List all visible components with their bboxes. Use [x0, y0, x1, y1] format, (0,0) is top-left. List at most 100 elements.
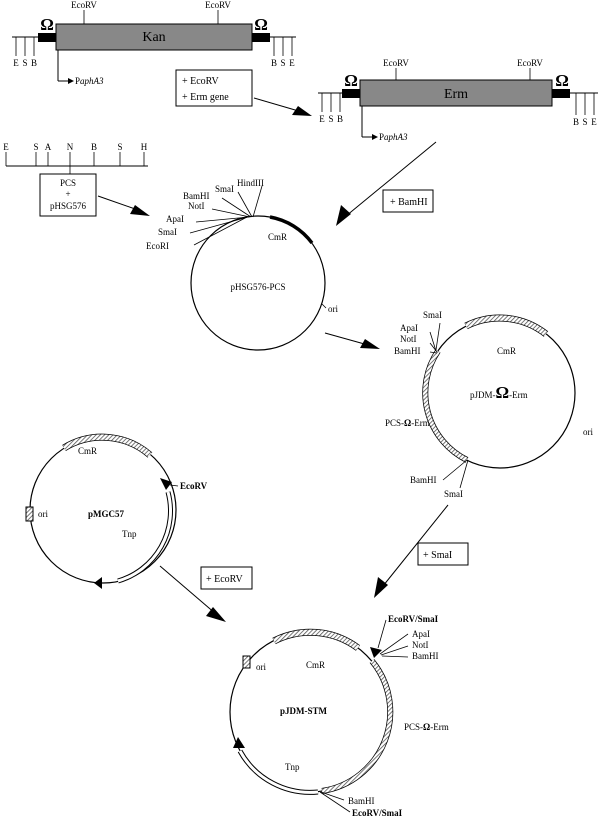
cmr-gene-arc [269, 215, 314, 245]
promoter-arrow: PaphA3 [361, 106, 408, 142]
promoter-gene: aphA3 [384, 132, 408, 142]
omega-left-block [38, 33, 56, 42]
pcs-linker: E S A N B S H PCS + pHSG576 [3, 142, 148, 217]
promoter-prefix: P [379, 132, 384, 142]
site-cluster: ApaI NotI BamHI [379, 629, 439, 661]
site-label: BamHI [183, 191, 210, 201]
omega-right-label: Ω [254, 15, 268, 34]
linker-site-label: N [67, 142, 74, 152]
step-ecorv-box: + EcoRV [200, 566, 253, 590]
plasmid-name: pJDM-STM [280, 706, 328, 716]
svg-text:PaphA3: PaphA3 [379, 132, 408, 142]
site-label: NotI [188, 201, 205, 211]
promoter-arrow: PaphA3 [57, 50, 104, 86]
ori-block [242, 655, 251, 669]
plasmid-name: pHSG576-PCS [230, 282, 285, 292]
ecorv-site-label: EcoRV [383, 58, 409, 68]
site-label: E [13, 58, 19, 68]
site-label: NotI [412, 640, 429, 650]
pcs-box-line: + [65, 189, 70, 199]
plasmid-phsg576-pcs: CmR pHSG576-PCS ori EcoRI SmaI ApaI NotI… [146, 178, 338, 351]
linker-site-label: E [3, 142, 9, 152]
site-label: BamHI [412, 651, 439, 661]
site-label: ApaI [166, 214, 184, 224]
plasmid-circle [190, 215, 326, 351]
site-label: BamHI [348, 796, 375, 806]
linker-site-label: A [45, 142, 52, 152]
ir-arrow-icon [370, 647, 382, 658]
cmr-label: CmR [306, 660, 325, 670]
promoter-gene: aphA3 [80, 76, 104, 86]
ir-arrow-icon [94, 577, 102, 589]
omega-right-block [252, 33, 270, 42]
omega-left-block [342, 89, 360, 98]
site-label: E [319, 114, 325, 124]
pcs-box [39, 173, 97, 217]
ori-label: ori [38, 509, 48, 519]
site-label: ApaI [412, 629, 430, 639]
ori-label: ori [328, 304, 338, 314]
promoter-prefix: P [75, 76, 80, 86]
linker-site-label: B [91, 142, 97, 152]
ecorv-site-label: EcoRV [205, 0, 231, 10]
site-label: NotI [400, 334, 417, 344]
arrowhead [292, 106, 312, 116]
plasmid-pjdm-stm: ori CmR pJDM-STM Tnp PCS-Ω-Erm EcoRV/Sma… [229, 614, 449, 818]
arrowhead [374, 577, 388, 598]
site-label: B [573, 117, 579, 127]
ori-label: ori [583, 427, 593, 437]
omega-left-label: Ω [344, 71, 358, 90]
ecorv-site-label: EcoRV [517, 58, 543, 68]
site-label: BamHI [410, 475, 437, 485]
cmr-label: CmR [268, 232, 287, 242]
ir-arrow-icon [160, 478, 172, 490]
site-label: SmaI [215, 184, 234, 194]
site-label: E [591, 117, 597, 127]
site-label: HindIII [237, 178, 264, 188]
erm-cassette: Erm Ω Ω EcoRV EcoRV E S B B S E PaphA3 [318, 58, 598, 142]
kan-gene-box [55, 23, 253, 51]
omega-right-block [552, 89, 570, 98]
site-label: SmaI [158, 227, 177, 237]
arrowhead [130, 205, 150, 216]
site-cluster: BamHI SmaI [410, 459, 469, 499]
step-label: + BamHI [390, 197, 428, 208]
site-label: EcoRV/SmaI [352, 808, 403, 818]
site-label: ApaI [400, 323, 418, 333]
ecorv-site-label: EcoRV [180, 481, 208, 491]
linker-site-label: S [33, 142, 38, 152]
svg-text:PaphA3: PaphA3 [75, 76, 104, 86]
site-label: S [582, 117, 587, 127]
plasmid-pjdm-omega-erm: CmR ori pJDM-Ω-Erm PCS-Ω-Erm SmaI ApaI N… [385, 310, 593, 499]
site-label: EcoRV/SmaI [388, 614, 439, 624]
site-label: B [31, 58, 37, 68]
pcs-omega-erm-label: PCS-Ω-Erm [404, 722, 449, 732]
site-label: SmaI [423, 310, 442, 320]
kan-gene-label: Kan [142, 30, 165, 45]
site-label: E [289, 58, 295, 68]
plasmid-name: pMGC57 [88, 509, 125, 519]
kan-cassette: Kan Ω Ω EcoRV EcoRV E S B B S E PaphA3 [12, 0, 296, 86]
step-smai-box: + SmaI [417, 542, 469, 566]
erm-gene-box [359, 79, 553, 107]
omega-left-label: Ω [40, 15, 54, 34]
linker-site-label: S [117, 142, 122, 152]
cmr-label: CmR [78, 446, 97, 456]
tnp-label: Tnp [285, 762, 300, 772]
pcs-omega-erm-label: PCS-Ω-Erm [385, 418, 430, 428]
site-label: B [271, 58, 277, 68]
arrowhead [336, 205, 351, 226]
step-label: + SmaI [423, 550, 452, 561]
site-cluster: EcoRI SmaI ApaI NotI BamHI SmaI HindIII [146, 178, 264, 251]
site-label: S [280, 58, 285, 68]
site-cluster: SmaI ApaI NotI BamHI [394, 310, 442, 356]
ori-block [25, 506, 34, 522]
step-bamhi-box: + BamHI [382, 189, 434, 213]
arrowhead [206, 607, 226, 622]
arrowhead [360, 339, 380, 349]
site-label: EcoRI [146, 241, 169, 251]
plasmid-name: pJDM-Ω-Erm [470, 383, 528, 402]
step-line-1: + EcoRV [182, 76, 220, 87]
ori-label: ori [256, 662, 266, 672]
